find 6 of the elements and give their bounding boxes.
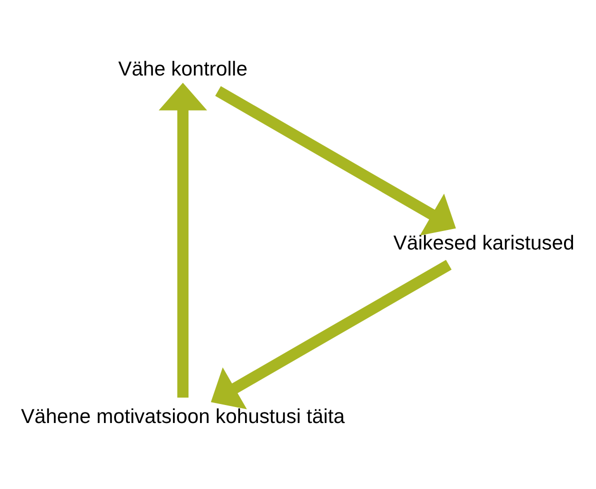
arrow [158, 82, 208, 398]
arrow [210, 260, 452, 410]
node-text: Väikesed karistused [393, 232, 574, 254]
node-text: Vähe kontrolle [118, 58, 248, 81]
node-text: Vähene motivatsioon kohustusi täita [21, 406, 345, 428]
arrow [215, 86, 456, 236]
